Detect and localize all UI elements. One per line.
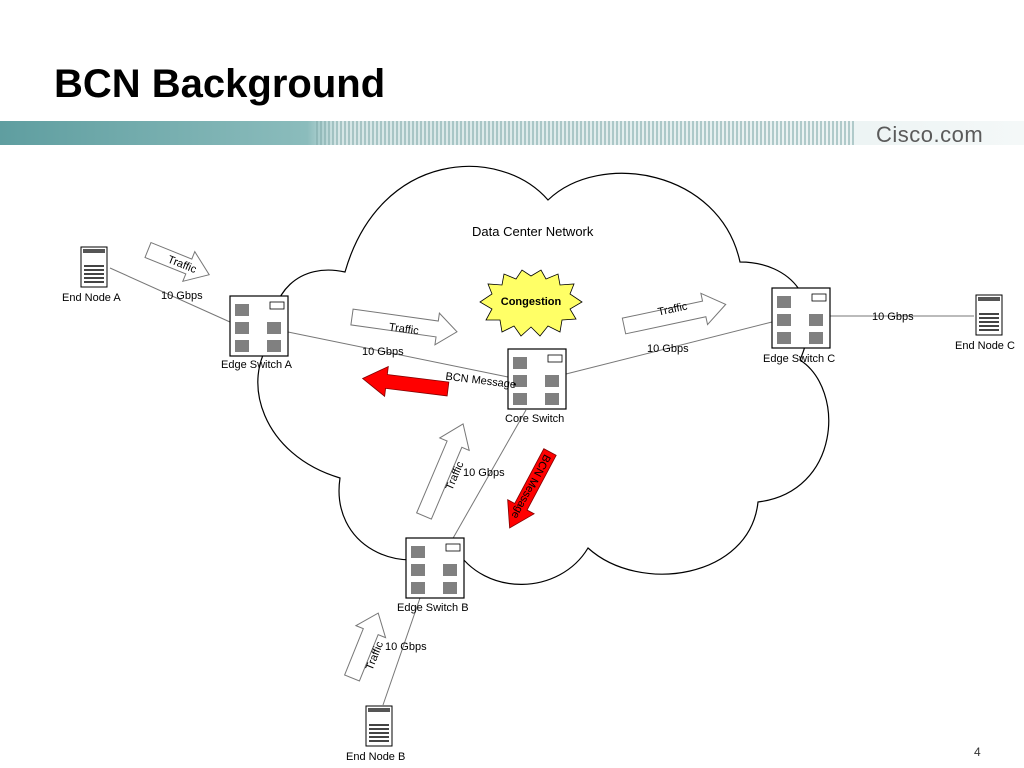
link-speed-c-node: 10 Gbps <box>872 311 914 323</box>
cloud-label: Data Center Network <box>472 224 594 239</box>
congestion-burst <box>479 269 583 337</box>
traffic-arrow-a: Traffic <box>141 234 216 291</box>
cisco-logo: Cisco.com <box>876 122 984 147</box>
edge-switch-a-icon <box>229 295 289 357</box>
edge-switch-a-label: Edge Switch A <box>221 359 292 371</box>
link-speed-c-core: 10 Gbps <box>647 343 689 355</box>
link-speed-b-node: 10 Gbps <box>385 641 427 653</box>
link-speed-a-node: 10 Gbps <box>161 290 203 302</box>
page-number: 4 <box>974 745 981 759</box>
link-speed-a-core: 10 Gbps <box>362 346 404 358</box>
traffic-arrow-label: Traffic <box>388 321 420 337</box>
link-lines <box>109 267 974 706</box>
end-node-a-icon <box>80 246 108 288</box>
core-switch-label: Core Switch <box>505 413 565 425</box>
edge-switch-b-icon <box>405 537 465 599</box>
edge-switch-c-label: Edge Switch C <box>763 353 836 365</box>
edge-switch-b-label: Edge Switch B <box>397 602 469 614</box>
header-banner <box>0 121 1024 145</box>
end-node-b-label: End Node B <box>346 751 406 763</box>
end-node-b-icon <box>365 705 393 747</box>
traffic-arrow-c: Traffic <box>621 292 727 335</box>
end-node-c-icon <box>975 294 1003 336</box>
edge-switch-c-icon <box>771 287 831 349</box>
core-switch-icon <box>507 348 567 410</box>
congestion-label: Congestion <box>501 296 562 308</box>
traffic-arrow-core: Traffic <box>350 308 458 346</box>
link-speed-b-core: 10 Gbps <box>463 467 505 479</box>
end-node-c-label: End Node C <box>955 340 1015 352</box>
end-node-a-label: End Node A <box>62 292 121 304</box>
slide-title: BCN Background <box>54 62 386 106</box>
